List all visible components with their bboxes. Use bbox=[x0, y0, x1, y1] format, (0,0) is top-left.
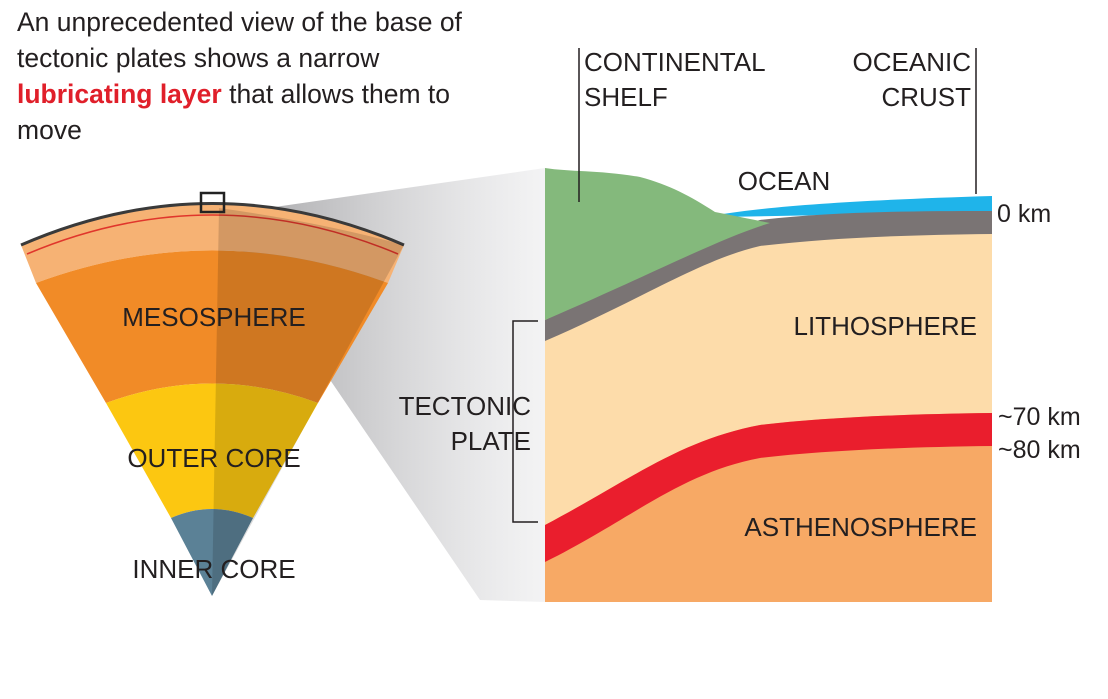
crust-band bbox=[21, 203, 404, 283]
caption-text: An unprecedented view of the base of tec… bbox=[17, 4, 487, 148]
oceanic-crust-label-line1: OCEANIC bbox=[853, 47, 971, 77]
outer-core-label: OUTER CORE bbox=[127, 443, 300, 473]
lithosphere-label: LITHOSPHERE bbox=[794, 311, 978, 341]
outer-core-layer bbox=[106, 383, 318, 518]
continental-shelf-label-line1: CONTINENTAL bbox=[584, 47, 766, 77]
caption-highlight: lubricating layer bbox=[17, 79, 222, 109]
depth-0km-label: 0 km bbox=[997, 200, 1051, 228]
tectonic-plate-bracket bbox=[512, 320, 538, 523]
lubricating-layer bbox=[545, 413, 992, 562]
surface-crust-line bbox=[20, 202, 405, 247]
asthenosphere-label: ASTHENOSPHERE bbox=[744, 512, 977, 542]
tectonic-plate-label-line2: PLATE bbox=[451, 426, 531, 456]
continental-shelf-label-line2: SHELF bbox=[584, 82, 668, 112]
cross-section: CONTINENTAL SHELF OCEANIC CRUST OCEAN LI… bbox=[399, 47, 1081, 602]
wedge-shadow bbox=[212, 208, 404, 596]
oceanic-crust-label-line2: CRUST bbox=[881, 82, 971, 112]
tectonic-plate-label-line1: TECTONIC bbox=[399, 391, 531, 421]
inner-core-layer bbox=[171, 509, 253, 596]
inner-core-label: INNER CORE bbox=[132, 554, 295, 584]
zoom-marker-box bbox=[199, 191, 226, 214]
continental-shelf-layer bbox=[545, 168, 770, 320]
earth-wedge: MESOSPHERE OUTER CORE INNER CORE bbox=[20, 191, 405, 596]
lithosphere-layer bbox=[545, 218, 992, 525]
ocean-label: OCEAN bbox=[738, 166, 830, 196]
lithosphere-boundary-line bbox=[26, 214, 399, 255]
caption-before: An unprecedented view of the base of tec… bbox=[17, 7, 462, 73]
depth-70km-label: ~70 km bbox=[998, 403, 1081, 431]
depth-80km-label: ~80 km bbox=[998, 436, 1081, 464]
mesosphere-layer bbox=[36, 250, 388, 403]
mesosphere-label: MESOSPHERE bbox=[122, 302, 306, 332]
caption-after: that allows them to move bbox=[17, 79, 451, 145]
